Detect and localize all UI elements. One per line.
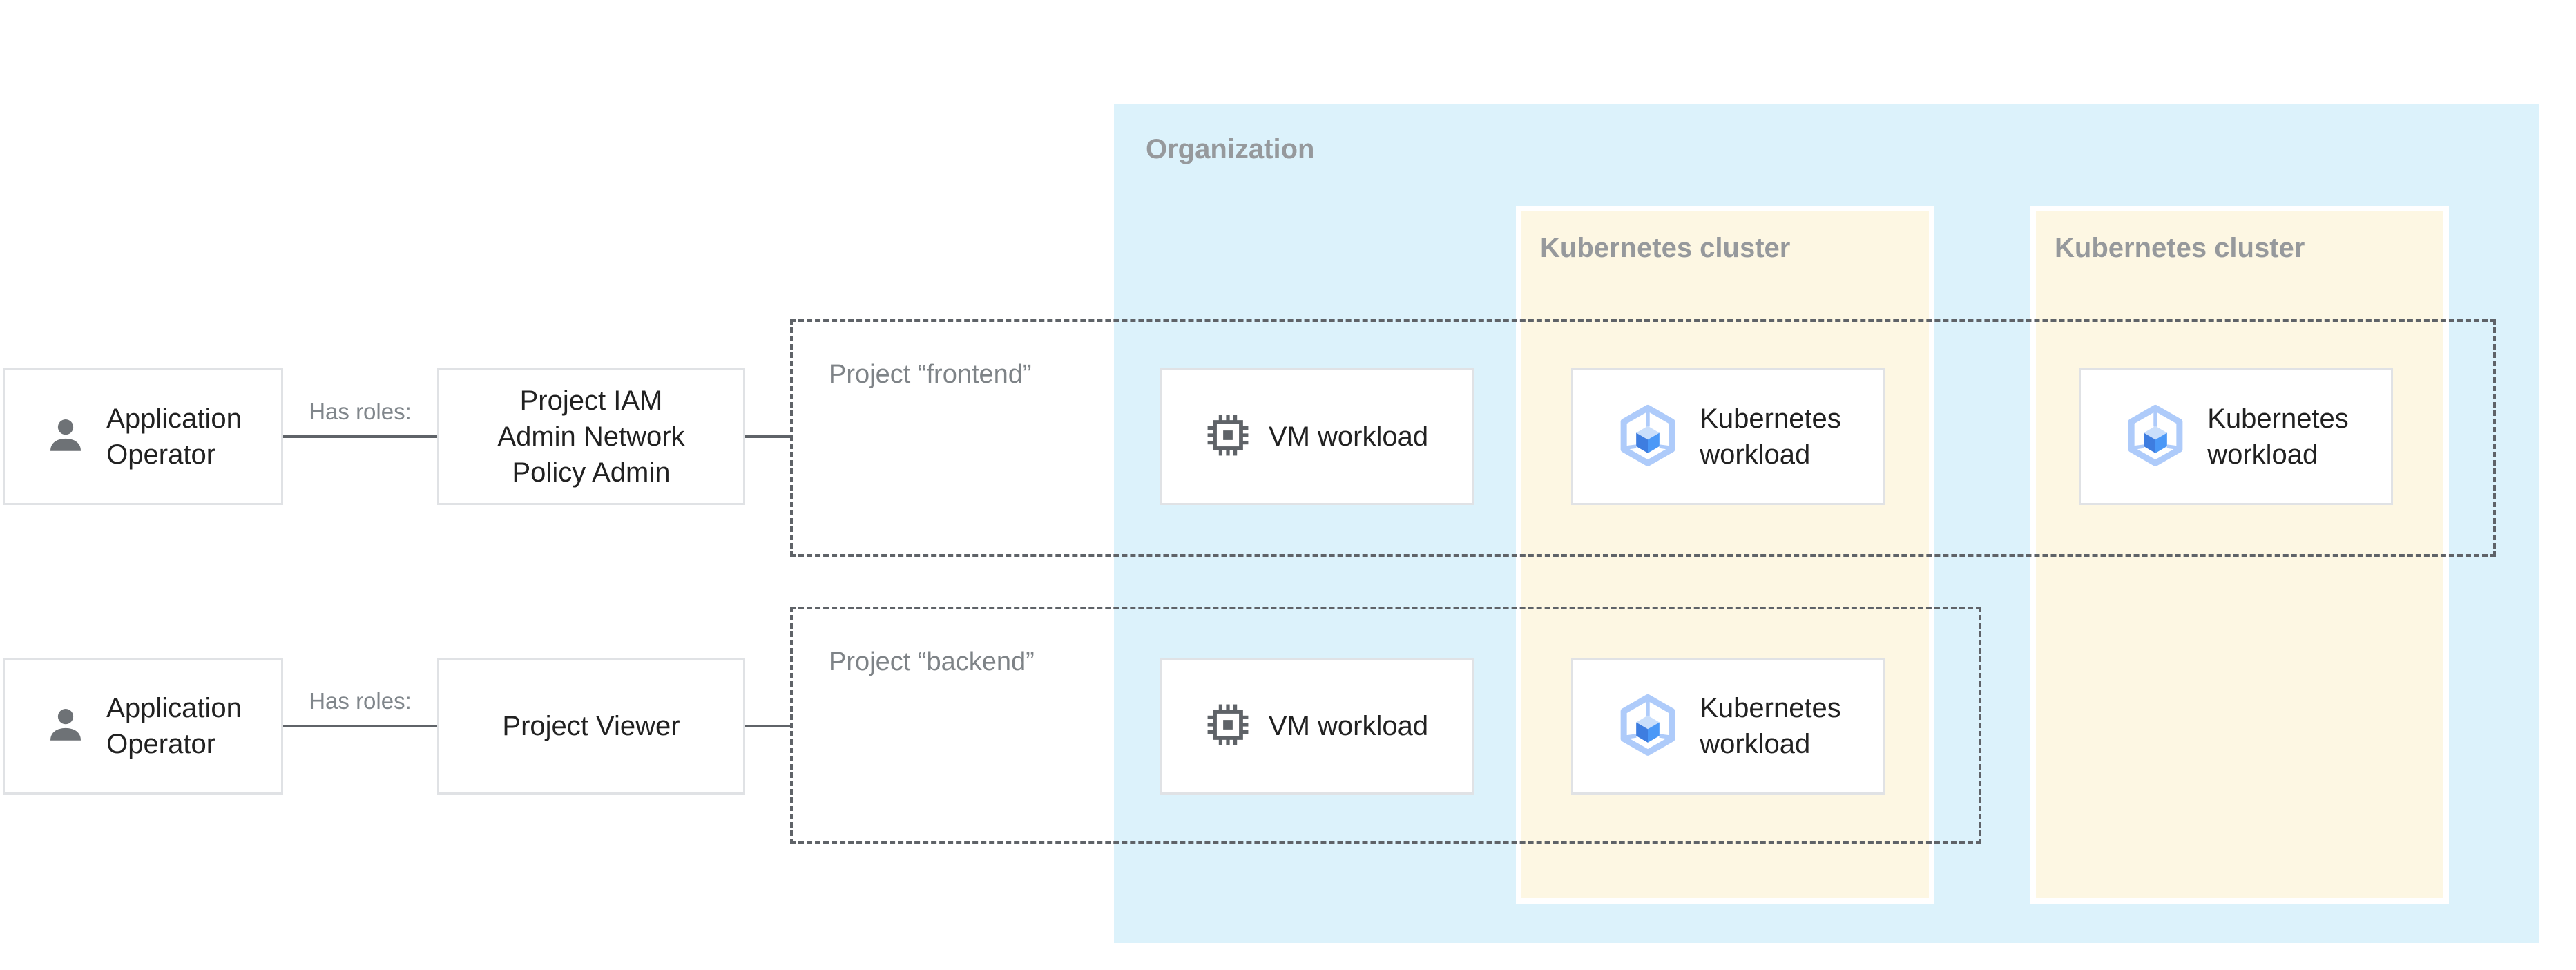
project-frontend-boundary: Project “frontend” [790, 319, 2496, 557]
vm-workload-backend: VM workload [1160, 658, 1474, 795]
role-project-iam-admin-network-policy-admin: Project IAM Admin Network Policy Admin [437, 368, 745, 505]
wire-role2-to-backend [745, 725, 790, 728]
kubernetes-cluster-1-label: Kubernetes cluster [1540, 233, 1791, 263]
actor-application-operator-1: Application Operator [3, 368, 283, 505]
workload-label: VM workload [1268, 421, 1429, 452]
wire-role1-to-frontend [745, 435, 790, 438]
workload-label: Kubernetes workload [1700, 403, 1841, 470]
workload-label: Kubernetes workload [2207, 403, 2349, 470]
has-roles-label-2: Has roles: [309, 688, 412, 714]
workload-label: Kubernetes workload [1700, 693, 1841, 759]
project-frontend-label: Project “frontend” [829, 360, 1032, 389]
project-backend-boundary: Project “backend” [790, 607, 1981, 844]
gke-hexagon-icon [2123, 403, 2188, 471]
gke-hexagon-icon [1615, 403, 1680, 471]
role-label: Project Viewer [502, 711, 680, 741]
actor-label: Application Operator [106, 403, 242, 470]
role-project-viewer: Project Viewer [437, 658, 745, 795]
actor-label: Application Operator [106, 693, 242, 759]
kubernetes-workload-backend-cluster1: Kubernetes workload [1571, 658, 1885, 795]
kubernetes-cluster-2-label: Kubernetes cluster [2055, 233, 2305, 263]
actor-application-operator-2: Application Operator [3, 658, 283, 795]
vm-workload-frontend: VM workload [1160, 368, 1474, 505]
has-roles-label-1: Has roles: [309, 399, 412, 424]
wire-actor2-to-role2 [283, 725, 437, 728]
kubernetes-workload-frontend-cluster1: Kubernetes workload [1571, 368, 1885, 505]
gke-hexagon-icon [1615, 692, 1680, 761]
vm-chip-icon [1205, 702, 1251, 751]
vm-chip-icon [1205, 412, 1251, 462]
project-backend-label: Project “backend” [829, 647, 1035, 676]
person-icon [44, 703, 87, 750]
workload-label: VM workload [1268, 711, 1429, 741]
organization-label: Organization [1146, 134, 1315, 164]
person-icon [44, 414, 87, 460]
role-label: Project IAM Admin Network Policy Admin [497, 386, 685, 488]
wire-actor1-to-role1 [283, 435, 437, 438]
kubernetes-workload-frontend-cluster2: Kubernetes workload [2079, 368, 2393, 505]
